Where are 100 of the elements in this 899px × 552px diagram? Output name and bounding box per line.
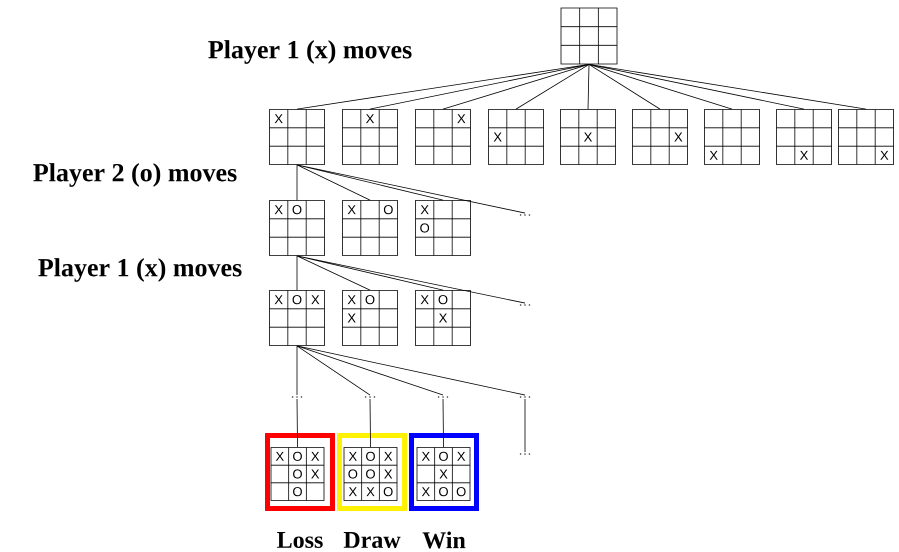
cell-mark: X — [438, 314, 448, 322]
ellipsis: … — [364, 396, 376, 398]
tree-line — [296, 256, 298, 290]
level-label: Player 1 (x) moves — [208, 40, 412, 64]
game-board — [560, 109, 616, 165]
cell-mark: O — [292, 205, 302, 214]
cell-mark: X — [710, 150, 718, 160]
game-board — [270, 447, 324, 501]
cell-mark: X — [311, 470, 320, 478]
tree-line — [442, 398, 444, 448]
cell-mark: O — [293, 469, 302, 479]
cell-mark: O — [366, 295, 374, 304]
tree-line — [588, 64, 866, 110]
cell-mark: X — [584, 132, 592, 142]
game-board — [776, 109, 832, 165]
game-board — [342, 290, 398, 346]
outcome-label: Win — [422, 532, 466, 548]
cell-mark: O — [438, 295, 448, 304]
tree-line — [296, 346, 526, 396]
tree-line — [296, 346, 444, 396]
cell-mark: X — [422, 452, 430, 461]
tree-line — [370, 64, 590, 110]
cell-mark: X — [674, 132, 682, 142]
game-board — [632, 109, 688, 165]
cell-mark: O — [348, 469, 358, 479]
cell-mark: X — [274, 114, 283, 124]
cell-mark: X — [311, 452, 320, 461]
tree-line — [442, 64, 590, 110]
cell-mark: X — [800, 150, 808, 160]
cell-mark: X — [420, 295, 429, 304]
cell-mark: X — [348, 314, 356, 322]
ellipsis: … — [292, 396, 302, 398]
tree-line — [296, 164, 370, 200]
ellipsis: … — [520, 304, 530, 306]
tree-line — [296, 256, 526, 304]
game-board — [269, 109, 325, 165]
cell-mark: X — [274, 205, 283, 214]
level-label: Player 2 (o) moves — [33, 163, 237, 187]
cell-mark: O — [292, 295, 302, 304]
cell-mark: X — [880, 150, 888, 160]
ellipsis: … — [520, 396, 530, 398]
cell-mark: X — [384, 452, 392, 461]
cell-mark: O — [439, 452, 448, 461]
cell-mark: X — [422, 487, 430, 496]
tree-line — [296, 346, 298, 396]
outcome-label: Draw — [344, 532, 401, 548]
cell-mark: O — [366, 452, 375, 461]
game-board — [269, 290, 325, 346]
cell-mark: X — [457, 114, 466, 124]
game-board — [838, 109, 894, 165]
cell-mark: O — [366, 469, 375, 479]
cell-mark: X — [420, 205, 429, 214]
cell-mark: X — [311, 295, 320, 304]
cell-mark: X — [494, 132, 502, 142]
outcome-label: Loss — [277, 532, 323, 548]
cell-mark: X — [348, 205, 356, 214]
game-board — [560, 8, 618, 64]
cell-mark: X — [274, 295, 283, 304]
game-board — [415, 200, 471, 256]
cell-mark: X — [366, 487, 375, 496]
tree-line — [370, 398, 371, 448]
game-board — [416, 447, 470, 501]
cell-mark: O — [293, 452, 302, 461]
cell-mark: O — [439, 487, 448, 496]
game-board — [342, 109, 398, 165]
cell-mark: X — [457, 452, 466, 461]
level-label: Player 1 (x) moves — [38, 258, 242, 282]
ellipsis: … — [438, 396, 448, 398]
cell-mark: X — [366, 114, 374, 124]
ellipsis: … — [520, 453, 530, 455]
cell-mark: O — [420, 223, 430, 233]
tree-line — [588, 64, 590, 110]
tree-line — [588, 64, 732, 110]
game-board — [269, 200, 325, 256]
cell-mark: O — [384, 205, 393, 214]
ellipsis: … — [520, 214, 530, 216]
tree-line — [516, 64, 590, 110]
cell-mark: X — [348, 452, 357, 461]
tree-line — [588, 64, 660, 110]
game-board — [415, 109, 471, 165]
tree-line — [296, 256, 370, 290]
tree-line — [296, 164, 526, 214]
game-board — [488, 109, 544, 165]
cell-mark: X — [348, 295, 356, 304]
tree-line — [524, 398, 526, 452]
game-board — [704, 109, 760, 165]
cell-mark: X — [439, 470, 448, 478]
tree-line — [296, 346, 370, 396]
game-board — [415, 290, 471, 346]
tree-line — [588, 64, 804, 110]
cell-mark: O — [456, 487, 466, 496]
cell-mark: O — [384, 487, 393, 496]
game-board — [344, 447, 398, 501]
tree-line — [296, 164, 298, 200]
tree-line — [296, 398, 298, 448]
cell-mark: X — [276, 452, 284, 461]
cell-mark: X — [384, 470, 392, 478]
game-board — [342, 200, 398, 256]
cell-mark: X — [348, 487, 357, 496]
cell-mark: O — [293, 487, 302, 496]
